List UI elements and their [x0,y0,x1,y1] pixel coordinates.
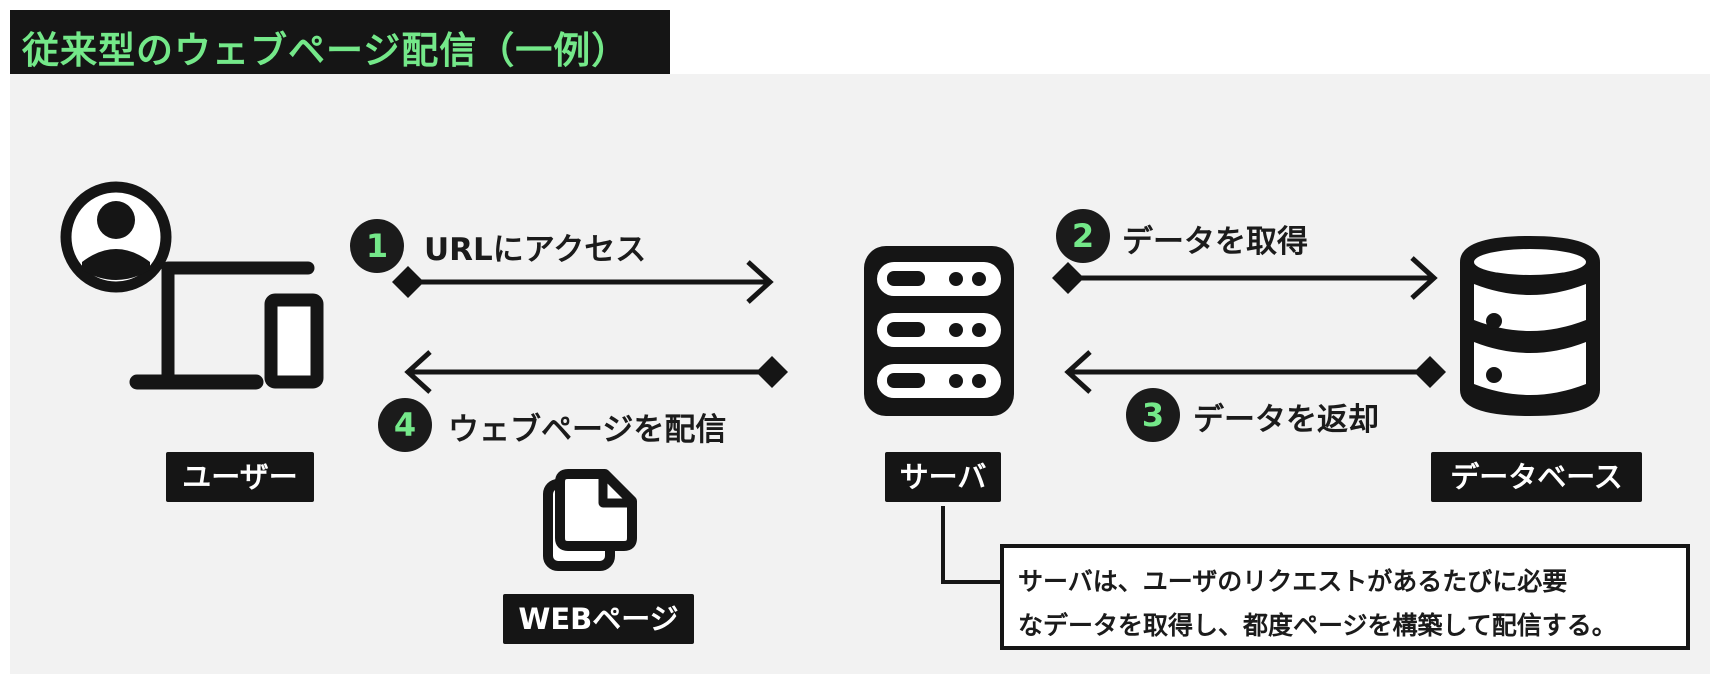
explanation-note: サーバは、ユーザのリクエストがあるたびに必要 なデータを取得し、都度ページを構築… [1000,544,1690,650]
arrow-deliver [404,350,788,394]
user-label: ユーザー [166,452,314,502]
page-title: 従来型のウェブページ配信（一例） [22,29,630,72]
note-line-2: なデータを取得し、都度ページを構築して配信する。 [1018,611,1617,640]
arrow-return [1064,350,1446,394]
arrow-fetch [1052,256,1438,300]
step-2-text: データを取得 [1122,224,1308,260]
note-connector [941,506,1002,584]
server-label: サーバ [885,452,1001,502]
step-1-badge: 1 [350,219,404,273]
user-devices-icon [60,181,324,390]
step-1-text: URLにアクセス [424,232,647,268]
server-icon [864,246,1014,416]
database-label: データベース [1431,452,1642,502]
documents-icon [543,469,637,571]
database-icon [1460,236,1600,416]
step-4-badge: 4 [378,398,432,452]
step-3-badge: 3 [1126,388,1180,442]
title-bar: 従来型のウェブページ配信（一例） [10,10,670,74]
note-line-1: サーバは、ユーザのリクエストがあるたびに必要 [1018,567,1568,596]
step-3-text: データを返却 [1193,402,1379,438]
step-4-text: ウェブページを配信 [448,412,727,448]
webpage-label: WEBページ [503,594,694,644]
step-2-badge: 2 [1056,209,1110,263]
arrow-access [392,260,774,304]
